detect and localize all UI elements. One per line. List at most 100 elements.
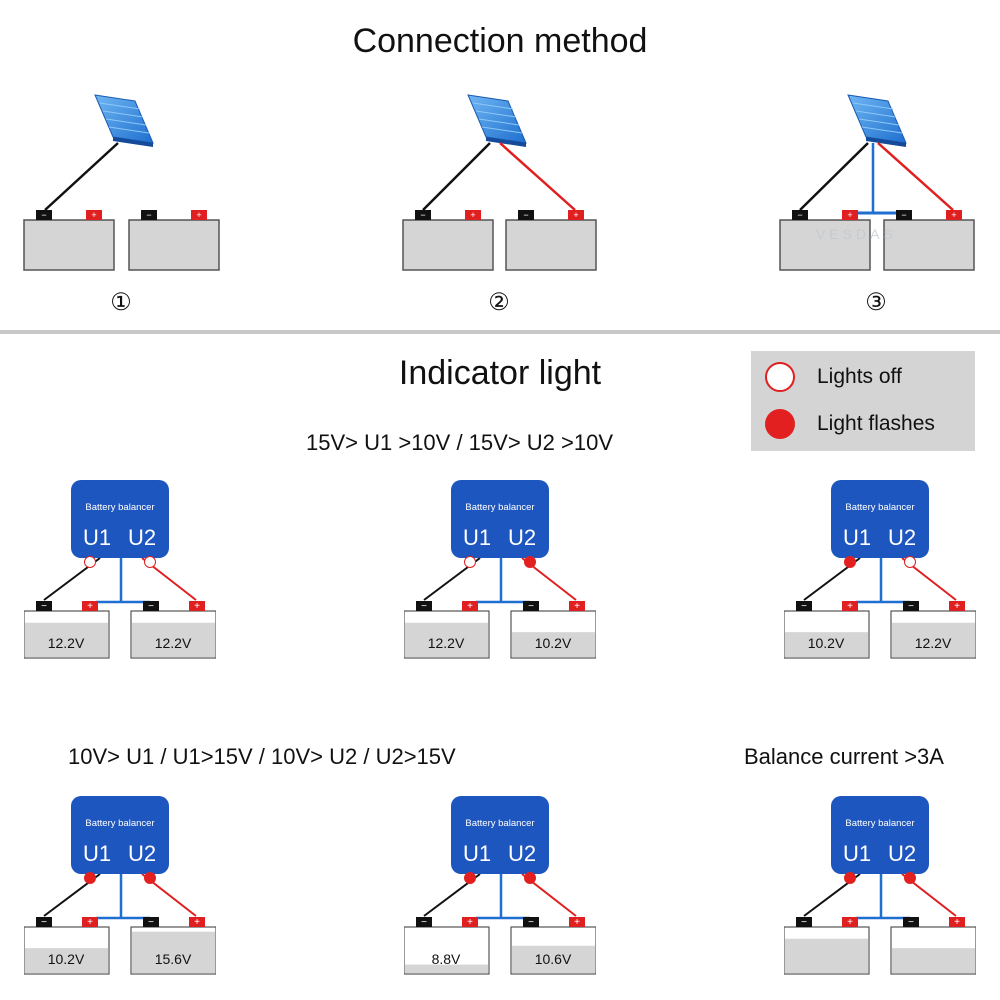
battery-voltage-1: 12.2V — [427, 635, 465, 651]
led-flash-icon — [524, 872, 536, 884]
positive-terminal-icon — [569, 601, 585, 611]
u1-label: U1 — [463, 525, 492, 550]
black-wire — [44, 142, 119, 211]
battery-charge-level — [892, 948, 975, 973]
minus-sign: − — [148, 917, 154, 928]
red-wire — [877, 142, 954, 211]
battery-voltage-2: 12.2V — [914, 635, 952, 651]
negative-terminal-icon — [523, 917, 539, 927]
battery-2: −+ — [890, 917, 976, 975]
minus-sign: − — [908, 917, 914, 928]
negative-terminal-icon — [796, 601, 812, 611]
svg-text:−: − — [901, 210, 906, 220]
step-label-2: ② — [488, 289, 510, 316]
battery-voltage-2: 12.2V — [154, 635, 192, 651]
battery: − + — [402, 210, 494, 271]
battery-voltage-1: 12.2V — [47, 635, 85, 651]
led-flash-icon — [464, 872, 476, 884]
battery-2: −+ — [130, 601, 216, 659]
connection-diagrams: − + − + − + − + − + − + — [23, 94, 975, 271]
battery: − + — [779, 210, 871, 271]
plus-sign: + — [87, 601, 93, 612]
u2-label: U2 — [508, 525, 537, 550]
battery-1: −+ — [784, 917, 870, 975]
legend-off-label: Lights off — [817, 365, 902, 388]
balancer-label: Battery balancer — [85, 818, 155, 829]
u1-label: U1 — [843, 525, 872, 550]
battery-charge-level — [25, 948, 108, 973]
negative-terminal-icon — [143, 917, 159, 927]
battery-charge-level — [405, 622, 488, 657]
u2-label: U2 — [888, 841, 917, 866]
positive-terminal-icon — [949, 601, 965, 611]
battery-1: −+ — [24, 601, 110, 659]
svg-text:+: + — [470, 210, 475, 220]
plus-sign: + — [954, 601, 960, 612]
plus-sign: + — [847, 917, 853, 928]
balancer-label: Battery balancer — [465, 502, 535, 513]
plus-sign: + — [194, 601, 200, 612]
balancer-label: Battery balancer — [465, 818, 535, 829]
battery: − + — [505, 210, 597, 271]
u2-label: U2 — [888, 525, 917, 550]
battery: − + — [23, 210, 115, 271]
battery-charge-level — [785, 632, 868, 657]
balancer-label: Battery balancer — [845, 818, 915, 829]
positive-terminal-icon — [189, 601, 205, 611]
positive-terminal-icon — [842, 917, 858, 927]
battery: − + — [128, 210, 220, 271]
battery: − + — [883, 210, 975, 271]
minus-sign: − — [528, 917, 534, 928]
led-flash-icon — [844, 556, 856, 568]
legend-off: Lights off — [765, 362, 902, 392]
battery-1: −+ — [404, 917, 490, 975]
battery-2: −+ — [890, 601, 976, 659]
positive-terminal-icon — [842, 601, 858, 611]
battery-charge-level — [25, 622, 108, 657]
battery-charge-level — [512, 945, 595, 973]
battery-1: −+ — [404, 601, 490, 659]
section-divider — [0, 330, 1000, 334]
led-flash-icon — [765, 409, 795, 439]
led-off-icon — [904, 556, 916, 568]
positive-terminal-icon — [462, 917, 478, 927]
indicator-title: Indicator light — [398, 354, 602, 392]
plus-sign: + — [574, 917, 580, 928]
battery-voltage-2: 10.6V — [534, 951, 572, 967]
svg-text:+: + — [91, 210, 96, 220]
minus-sign: − — [421, 917, 427, 928]
plus-sign: + — [87, 917, 93, 928]
step-label-3: ③ — [865, 289, 887, 316]
minus-sign: − — [148, 601, 154, 612]
svg-text:−: − — [420, 210, 425, 220]
positive-terminal-icon — [462, 601, 478, 611]
battery-charge-level — [892, 622, 975, 657]
wiring: −+−+ — [404, 873, 596, 975]
watermark: VESDAS — [816, 226, 897, 242]
positive-terminal-icon — [569, 917, 585, 927]
battery-voltage-2: 10.2V — [534, 635, 572, 651]
battery-charge-level — [512, 632, 595, 657]
u1-label: U1 — [83, 525, 112, 550]
device-icon — [94, 94, 154, 147]
battery-voltage-1: 10.2V — [47, 951, 85, 967]
negative-terminal-icon — [36, 601, 52, 611]
negative-terminal-icon — [416, 601, 432, 611]
battery-voltage-1: 8.8V — [431, 951, 461, 967]
connection-method-title: Connection method — [352, 22, 648, 60]
u1-label: U1 — [463, 841, 492, 866]
positive-terminal-icon — [189, 917, 205, 927]
plus-sign: + — [574, 601, 580, 612]
minus-sign: − — [801, 601, 807, 612]
plus-sign: + — [847, 601, 853, 612]
battery-2: −+ — [510, 917, 596, 975]
